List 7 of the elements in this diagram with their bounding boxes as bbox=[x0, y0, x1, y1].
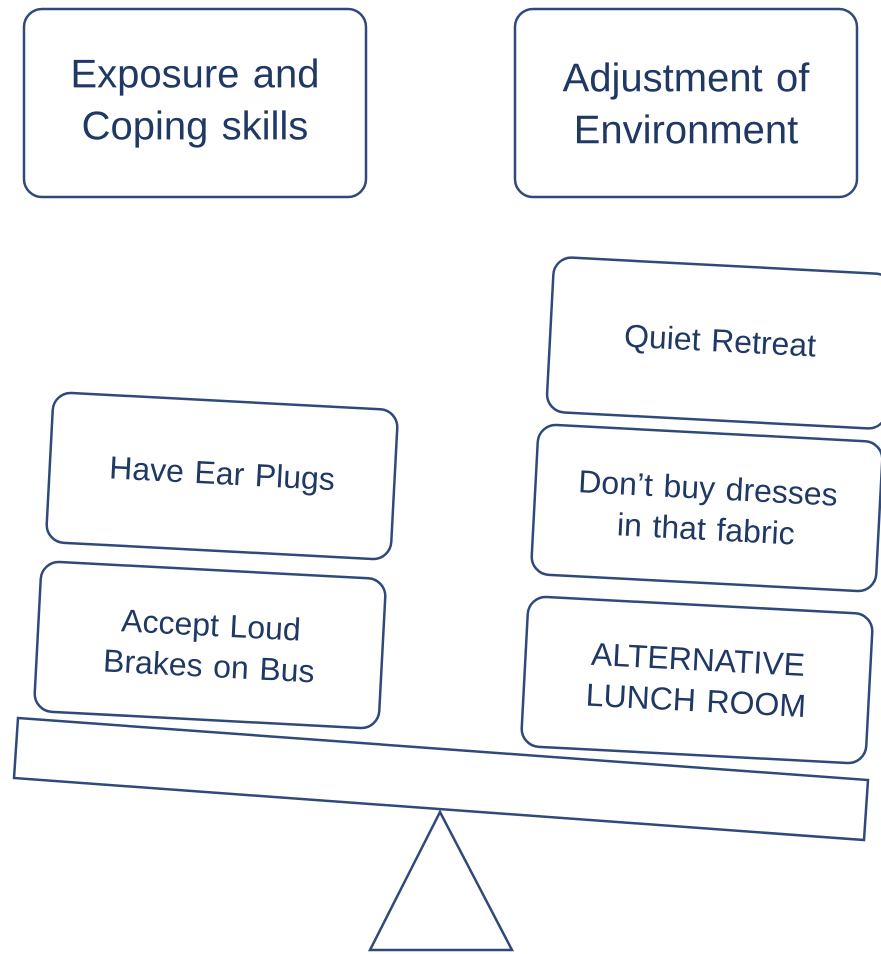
weight-box: Accept Loud Brakes on Bus bbox=[34, 560, 386, 730]
weight-box: ALTERNATIVE LUNCH ROOM bbox=[520, 596, 874, 764]
weight-box: Have Ear Plugs bbox=[46, 392, 398, 560]
weight-box: Don’t buy dresses in that fabric bbox=[530, 424, 881, 592]
heading-box: Adjustment of Environment bbox=[514, 8, 858, 198]
weight-box: Quiet Retreat bbox=[546, 256, 881, 430]
heading-box: Exposure and Coping skills bbox=[22, 8, 368, 198]
